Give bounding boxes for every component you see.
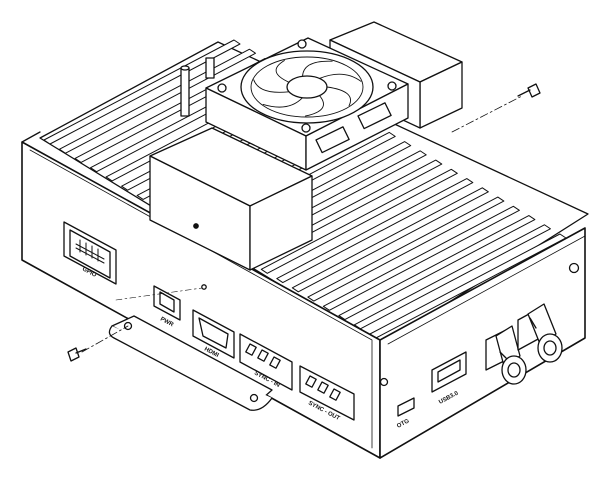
standoff-post <box>180 57 215 117</box>
heatsink-fin <box>338 215 536 321</box>
bnc-connector-left <box>485 325 527 385</box>
bnc-connector-right <box>517 303 563 363</box>
led-indicator <box>201 284 207 290</box>
fan-blade <box>275 60 290 83</box>
fan-bracket <box>149 127 313 271</box>
heatsink-fin <box>43 39 241 145</box>
fan-blade <box>302 60 333 77</box>
mounting-bracket <box>108 315 273 411</box>
side-panel <box>379 227 586 459</box>
fan-blade <box>253 79 290 93</box>
heatsink-fin <box>322 205 520 311</box>
fan-rotor <box>240 50 374 124</box>
screw-rear <box>451 83 541 133</box>
assembly-line-gpio-pwr <box>115 287 203 301</box>
side-screw-hole <box>379 377 389 387</box>
fan-blade <box>262 97 303 108</box>
hdmi-connector: HDMI <box>192 309 235 359</box>
gpio-connector: GPIO <box>63 221 117 285</box>
heatsink-fin <box>276 178 474 284</box>
sync-in-connector: SYNC - IN <box>239 333 293 391</box>
otg-label: OTG <box>396 418 411 430</box>
otg-port: OTG <box>396 397 415 430</box>
heatsink-fin <box>260 168 458 274</box>
screw-front <box>67 325 129 362</box>
fan-blade <box>319 73 362 82</box>
fan-blade <box>305 95 324 117</box>
heatsink-fin <box>291 187 489 293</box>
fan-blade <box>326 86 351 107</box>
heatsink-fin <box>307 196 505 302</box>
